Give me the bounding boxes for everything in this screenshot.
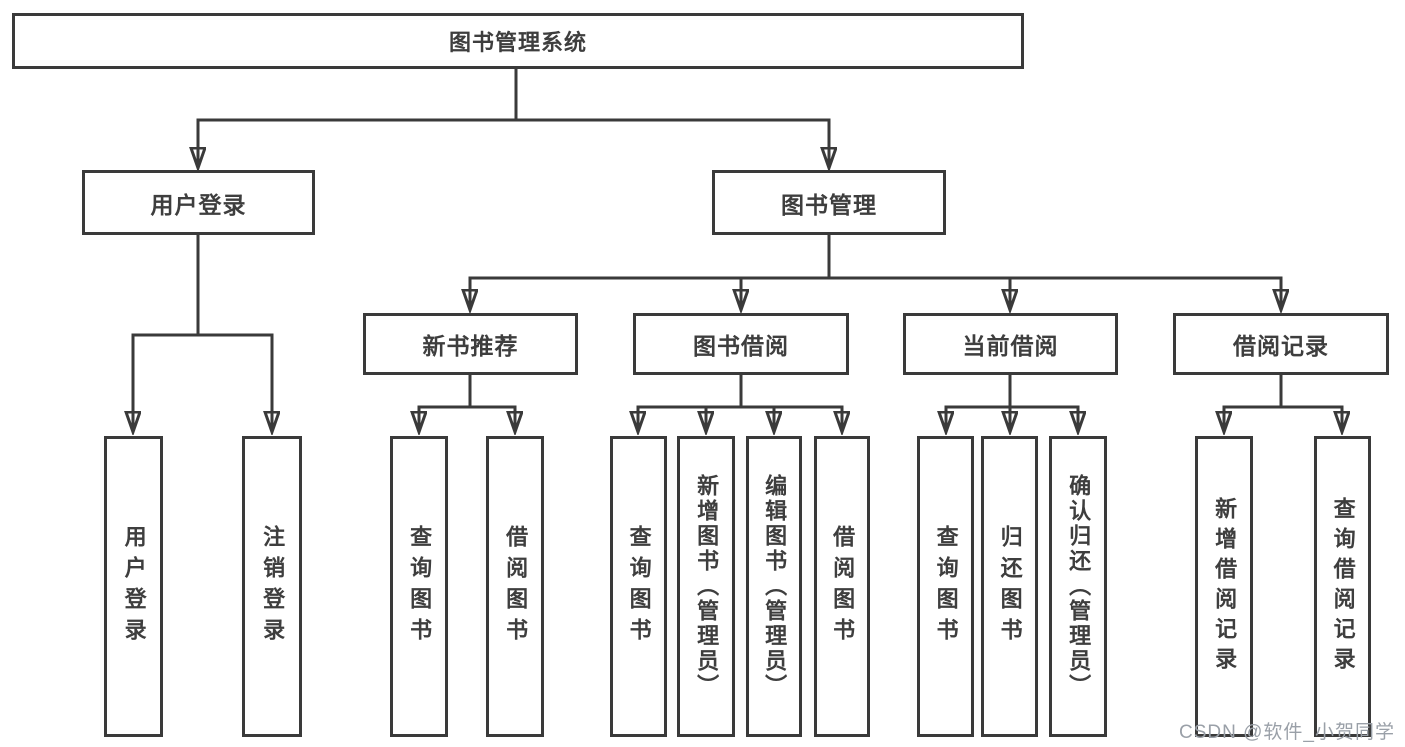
leaf-label: 查询图书 — [407, 524, 433, 649]
node-current-borrow: 当前借阅 — [903, 313, 1118, 375]
leaf-nbr-borrow-book: 借阅图书 — [486, 436, 544, 737]
node-label: 借阅记录 — [1233, 333, 1329, 359]
leaf-label: 编辑图书（管理员） — [762, 474, 788, 699]
csdn-watermark: CSDN @软件_小贺同学 — [1179, 722, 1395, 743]
leaf-label: 新增图书（管理员） — [694, 474, 720, 699]
leaf-bb-add-book-admin: 新增图书（管理员） — [677, 436, 735, 737]
leaf-user-login: 用户登录 — [104, 436, 163, 737]
leaf-bb-query-book: 查询图书 — [610, 436, 667, 737]
node-label: 图书管理 — [781, 191, 877, 218]
leaf-label: 查询借阅记录 — [1330, 496, 1356, 677]
node-book-management: 图书管理 — [712, 170, 946, 235]
leaf-label: 借阅图书 — [830, 524, 856, 649]
node-label: 图书借阅 — [693, 333, 789, 359]
leaf-label: 查询图书 — [933, 524, 959, 649]
node-label: 当前借阅 — [962, 333, 1059, 359]
leaf-br-add-record: 新增借阅记录 — [1195, 436, 1253, 737]
node-user-login: 用户登录 — [82, 170, 315, 235]
leaf-bb-edit-book-admin: 编辑图书（管理员） — [746, 436, 802, 737]
leaf-label: 查询图书 — [626, 524, 652, 649]
leaf-cb-confirm-return-admin: 确认归还（管理员） — [1049, 436, 1107, 737]
leaf-label: 新增借阅记录 — [1212, 496, 1238, 677]
node-borrow-records: 借阅记录 — [1173, 313, 1389, 375]
leaf-bb-borrow-book: 借阅图书 — [814, 436, 870, 737]
leaf-nbr-query-book: 查询图书 — [390, 436, 448, 737]
leaf-label: 归还图书 — [997, 524, 1023, 649]
leaf-label: 确认归还（管理员） — [1066, 474, 1092, 699]
node-book-borrow: 图书借阅 — [633, 313, 849, 375]
leaf-label: 借阅图书 — [503, 524, 529, 649]
node-label: 用户登录 — [150, 191, 247, 218]
node-label: 图书管理系统 — [448, 30, 587, 55]
leaf-label: 注销登录 — [260, 524, 286, 649]
leaf-logout: 注销登录 — [242, 436, 302, 737]
leaf-cb-return-book: 归还图书 — [981, 436, 1038, 737]
leaf-label: 用户登录 — [121, 524, 147, 649]
leaf-cb-query-book: 查询图书 — [917, 436, 974, 737]
leaf-br-query-record: 查询借阅记录 — [1314, 436, 1371, 737]
node-label: 新书推荐 — [422, 333, 519, 359]
node-library-system: 图书管理系统 — [12, 13, 1024, 69]
node-new-book-recommend: 新书推荐 — [363, 313, 578, 375]
